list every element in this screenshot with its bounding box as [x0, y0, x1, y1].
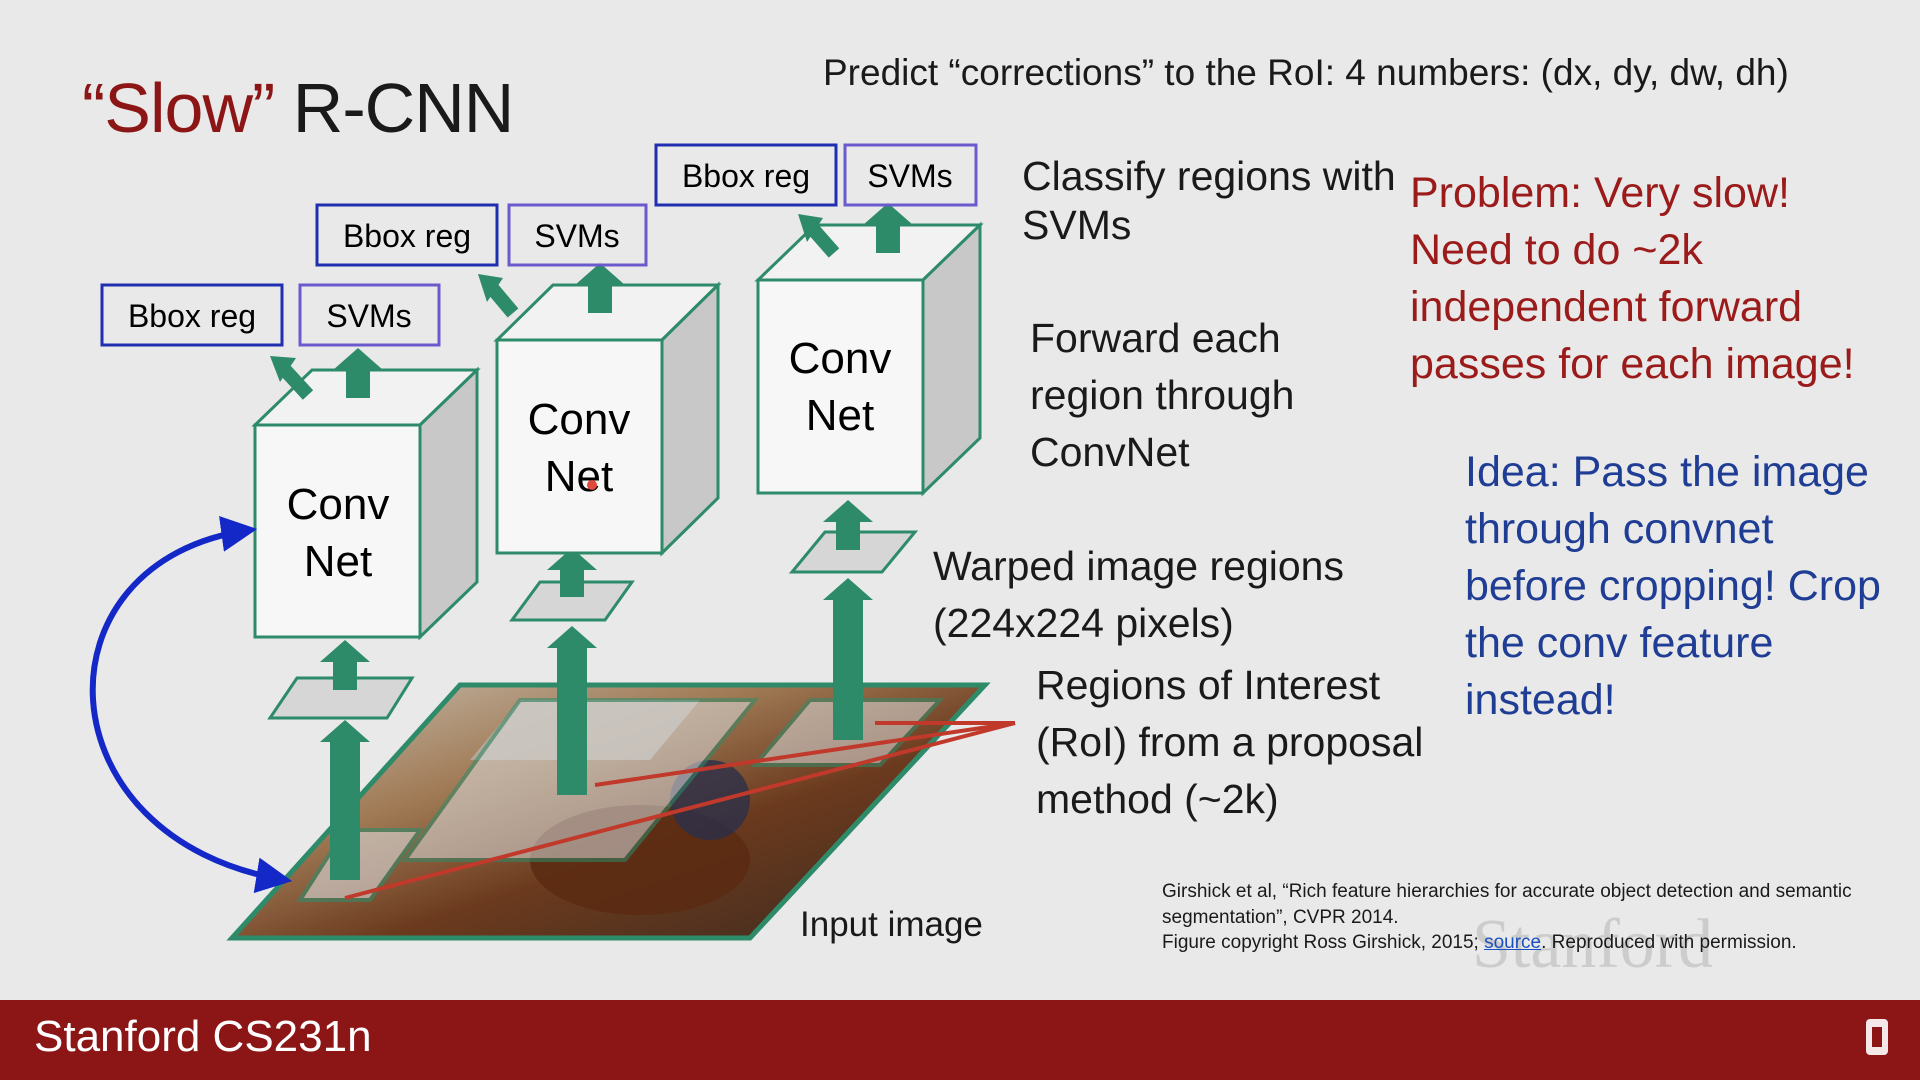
forward-line1: Forward each [1030, 310, 1294, 367]
idea-line1: Idea: Pass the image [1465, 444, 1881, 501]
citation-source-link[interactable]: source [1484, 932, 1541, 953]
warped-line1: Warped image regions [933, 538, 1344, 595]
classify-label: Classify regions with SVMs [1022, 148, 1396, 254]
input-image-label: Input image [800, 905, 983, 945]
citation-line2: segmentation”, CVPR 2014. [1162, 905, 1902, 931]
roi-line2: (RoI) from a proposal [1036, 714, 1423, 771]
citation: Girshick et al, “Rich feature hierarchie… [1162, 879, 1902, 956]
classify-line2: SVMs [1022, 197, 1396, 254]
stack-2-svm-label: SVMs [534, 218, 619, 254]
forward-line2: region through [1030, 367, 1294, 424]
problem-note: Problem: Very slow! Need to do ~2k indep… [1410, 165, 1855, 393]
stack-3-net-line1: Conv [789, 334, 892, 383]
stack-2-bbox-label: Bbox reg [343, 218, 471, 254]
citation-line3-post: . Reproduced with permission. [1541, 932, 1797, 953]
stack-3-bbox-label: Bbox reg [682, 158, 810, 194]
idea-line5: instead! [1465, 672, 1881, 729]
warped-label: Warped image regions (224x224 pixels) [933, 538, 1344, 652]
citation-line3: Figure copyright Ross Girshick, 2015; so… [1162, 930, 1902, 956]
citation-line1: Girshick et al, “Rich feature hierarchie… [1162, 879, 1902, 905]
stack-1-bbox-label: Bbox reg [128, 298, 256, 334]
warped-line2: (224x224 pixels) [933, 595, 1344, 652]
stack-3-svm-label: SVMs [867, 158, 952, 194]
problem-line3: independent forward [1410, 279, 1855, 336]
citation-line3-pre: Figure copyright Ross Girshick, 2015; [1162, 932, 1484, 953]
problem-line1: Problem: Very slow! [1410, 165, 1855, 222]
stack-1-net-line1: Conv [287, 480, 390, 529]
roi-line3: method (~2k) [1036, 771, 1423, 828]
forward-label: Forward each region through ConvNet [1030, 310, 1294, 481]
idea-line2: through convnet [1465, 501, 1881, 558]
stack-2-net-line2: Net [545, 452, 613, 501]
roi-label: Regions of Interest (RoI) from a proposa… [1036, 657, 1423, 828]
stack-1-svm-label: SVMs [326, 298, 411, 334]
stack-1-net-line2: Net [304, 537, 372, 586]
idea-note: Idea: Pass the image through convnet bef… [1465, 444, 1881, 729]
idea-line3: before cropping! Crop [1465, 558, 1881, 615]
problem-line4: passes for each image! [1410, 336, 1855, 393]
idea-line4: the conv feature [1465, 615, 1881, 672]
roi-line1: Regions of Interest [1036, 657, 1423, 714]
stanford-logo-icon [1862, 1015, 1892, 1065]
stack-2-net-line1: Conv [528, 395, 631, 444]
problem-line2: Need to do ~2k [1410, 222, 1855, 279]
stack-3-net-line2: Net [806, 391, 874, 440]
course-name: Stanford CS231n [34, 1012, 372, 1062]
forward-line3: ConvNet [1030, 424, 1294, 481]
